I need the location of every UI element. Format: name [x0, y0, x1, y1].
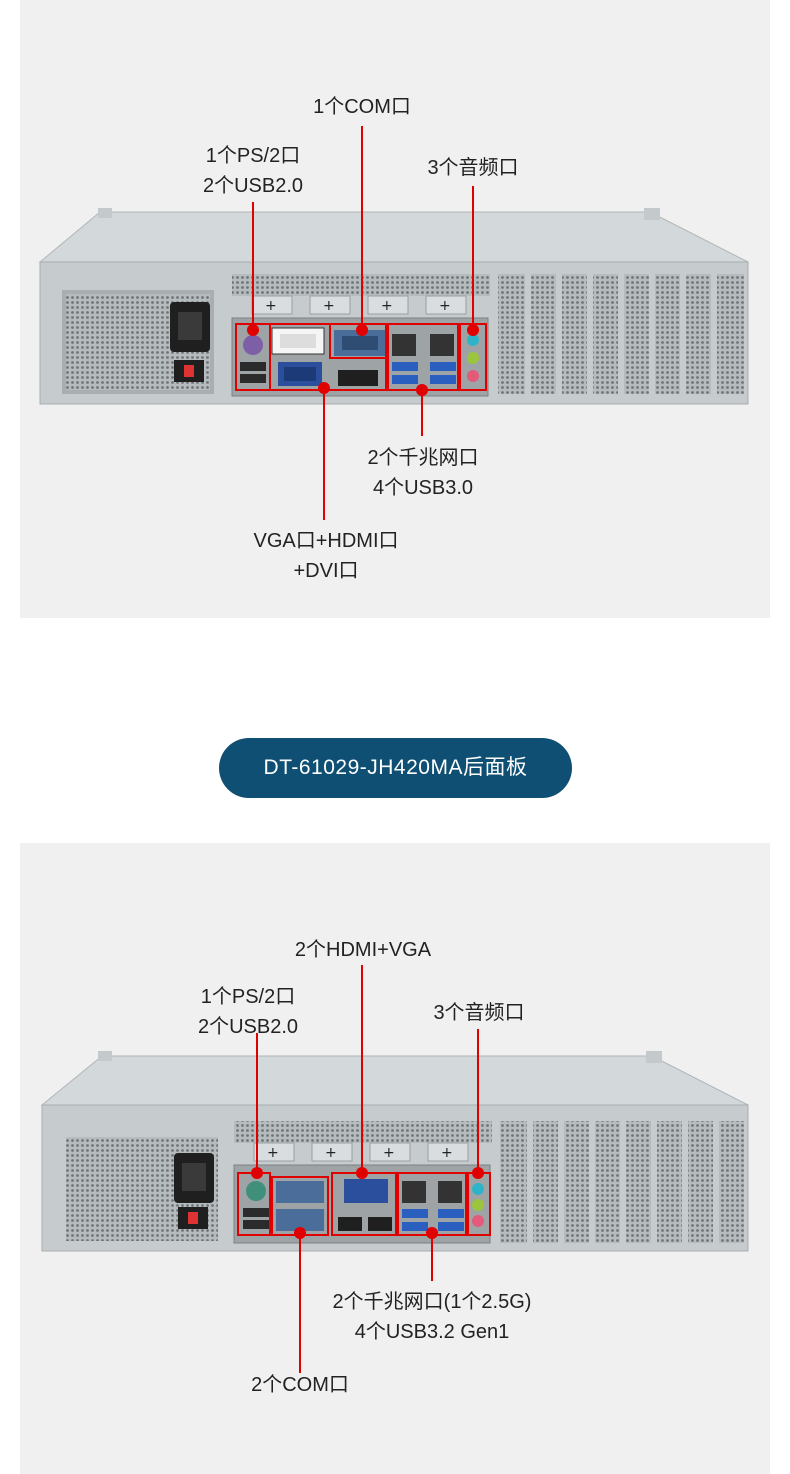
hdmi-port-1 [338, 1217, 362, 1231]
svg-text:+: + [439, 298, 451, 314]
svg-text:+: + [441, 1145, 453, 1161]
bottom-chassis-illustration: + + + + [40, 965, 749, 1373]
hdmi-port [338, 370, 378, 386]
callout-dots [251, 1167, 484, 1239]
chassis-top-lid [38, 211, 749, 263]
chassis-top-lid [40, 1055, 749, 1106]
usb2-port [240, 362, 266, 371]
svg-text:+: + [267, 1145, 279, 1161]
audio-jack-blue [467, 334, 479, 346]
svg-text:+: + [381, 298, 393, 314]
top-label-video: VGA口+HDMI口 +DVI口 [253, 530, 399, 582]
lan-port-1 [402, 1181, 426, 1203]
callout-lines [252, 126, 474, 520]
top-label-com: 1个COM口 [313, 96, 411, 118]
svg-text:+: + [325, 1145, 337, 1161]
com-port-1 [276, 1181, 324, 1203]
top-label-lan-usb3: 2个千兆网口 4个USB3.0 [367, 447, 479, 499]
ps2-port [246, 1181, 266, 1201]
bottom-label-lan-usb3: 2个千兆网口(1个2.5G) 4个USB3.2 Gen1 [332, 1291, 532, 1343]
svg-text:+: + [323, 298, 335, 314]
bottom-label-ps2-usb2: 1个PS/2口 2个USB2.0 [197, 986, 299, 1038]
ps2-port [243, 335, 263, 355]
audio-jack-green [467, 352, 479, 364]
callout-dots [247, 324, 479, 396]
audio-jack-pink [467, 370, 479, 382]
top-label-audio: 3个音频口 [427, 157, 519, 179]
vga-port [344, 1179, 388, 1203]
svg-text:+: + [265, 298, 277, 314]
audio-jack-blue [472, 1183, 484, 1195]
top-label-ps2-usb2: 1个PS/2口 2个USB2.0 [202, 145, 304, 197]
audio-jack-green [472, 1199, 484, 1211]
model-caption-badge: DT-61029-JH420MA后面板 [219, 738, 572, 798]
usb3-port [402, 1209, 428, 1218]
svg-text:+: + [383, 1145, 395, 1161]
usb3-port [392, 362, 418, 371]
lan-port-1 [392, 334, 416, 356]
usb2-port [243, 1208, 269, 1217]
hdmi-port-2 [368, 1217, 392, 1231]
bottom-label-audio: 3个音频口 [433, 1002, 525, 1024]
com-port-2 [276, 1209, 324, 1231]
bottom-label-video: 2个HDMI+VGA [294, 939, 432, 961]
callout-lines [256, 965, 479, 1373]
top-chassis-illustration: + + + + [38, 126, 749, 520]
bottom-label-com: 2个COM口 [251, 1374, 349, 1396]
audio-jack-pink [472, 1215, 484, 1227]
